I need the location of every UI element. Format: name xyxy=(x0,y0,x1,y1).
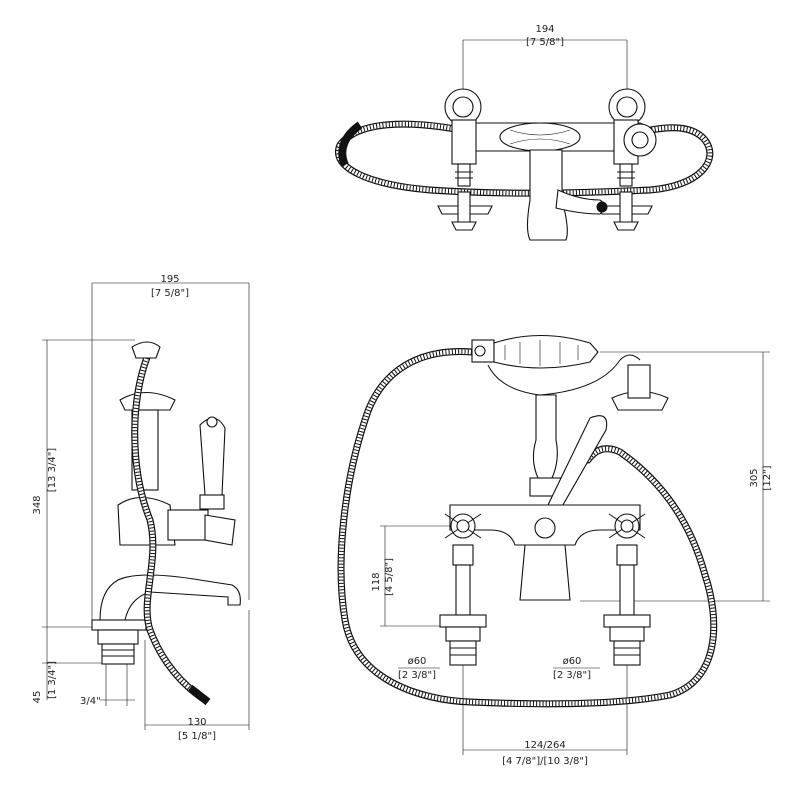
front-right-dia-mm: ø60 xyxy=(563,656,582,667)
side-base-dimension: 45 [1 3/4"] xyxy=(32,627,110,703)
side-width-dimension: 195 [7 5/8"] xyxy=(91,274,250,620)
front-inlet-height-in: [4 5/8"] xyxy=(384,558,395,596)
front-left-cross-handle xyxy=(444,513,482,539)
front-right-dia-in: [2 3/8"] xyxy=(553,670,591,681)
top-width-in: [7 5/8"] xyxy=(526,37,564,48)
front-stem xyxy=(532,394,558,479)
front-right-leg xyxy=(603,544,651,666)
front-spout xyxy=(519,544,571,601)
side-thread-dimension: 3/4" xyxy=(80,660,135,707)
front-lever xyxy=(547,415,608,511)
top-right-cross-handle xyxy=(597,191,653,231)
side-height-in: [13 3/4"] xyxy=(47,448,58,492)
side-cross-handle xyxy=(204,514,236,546)
side-height-dimension: 348 [13 3/4"] xyxy=(32,339,135,628)
side-spout-mm: 130 xyxy=(187,717,206,728)
handset xyxy=(499,122,581,152)
top-width-mm: 194 xyxy=(535,24,554,35)
side-view: 195 [7 5/8"] 348 [13 3/4"] 45 [1 3/4"] 3… xyxy=(32,274,250,742)
front-view: 305 [12"] 118 [4 5/8"] ø60 [2 3/8"] ø60 … xyxy=(337,334,773,767)
side-spout xyxy=(99,574,241,621)
side-spout-in: [5 1/8"] xyxy=(178,731,216,742)
side-lever-handle xyxy=(199,417,226,496)
front-centers-dimension: 124/264 [4 7/8"]/[10 3/8"] xyxy=(462,665,628,767)
front-height-in: [12"] xyxy=(762,465,773,490)
top-view: 194 [7 5/8"] xyxy=(335,24,714,241)
side-deck-plate xyxy=(91,619,147,631)
side-width-mm: 195 xyxy=(160,274,179,285)
side-hose xyxy=(131,351,211,706)
front-right-cross-handle xyxy=(608,513,646,539)
front-left-dia-mm: ø60 xyxy=(408,656,427,667)
front-left-leg xyxy=(439,544,487,666)
side-hose-connector xyxy=(131,341,161,359)
front-centers-mm: 124/264 xyxy=(524,740,566,751)
side-base-mm: 45 xyxy=(32,691,43,704)
left-valve xyxy=(451,119,477,165)
front-centers-in: [4 7/8"]/[10 3/8"] xyxy=(502,756,588,767)
top-width-dimension: 194 [7 5/8"] xyxy=(462,24,628,112)
front-inlet-height-mm: 118 xyxy=(371,572,382,591)
front-left-dia-in: [2 3/8"] xyxy=(398,670,436,681)
front-handset xyxy=(493,334,599,369)
side-base-in: [1 3/4"] xyxy=(47,661,58,699)
front-hose xyxy=(337,348,718,708)
side-width-in: [7 5/8"] xyxy=(151,288,189,299)
front-height-dimension: 305 [12"] xyxy=(580,351,773,602)
front-inlet-height-dimension: 118 [4 5/8"] xyxy=(371,525,455,627)
top-left-cross-handle xyxy=(437,191,493,231)
side-height-mm: 348 xyxy=(32,495,43,514)
front-height-mm: 305 xyxy=(749,468,760,487)
side-holder-cap xyxy=(119,391,176,411)
side-thread: 3/4" xyxy=(80,696,101,707)
top-hose xyxy=(335,120,714,197)
side-spout-dimension: 130 [5 1/8"] xyxy=(144,610,250,742)
